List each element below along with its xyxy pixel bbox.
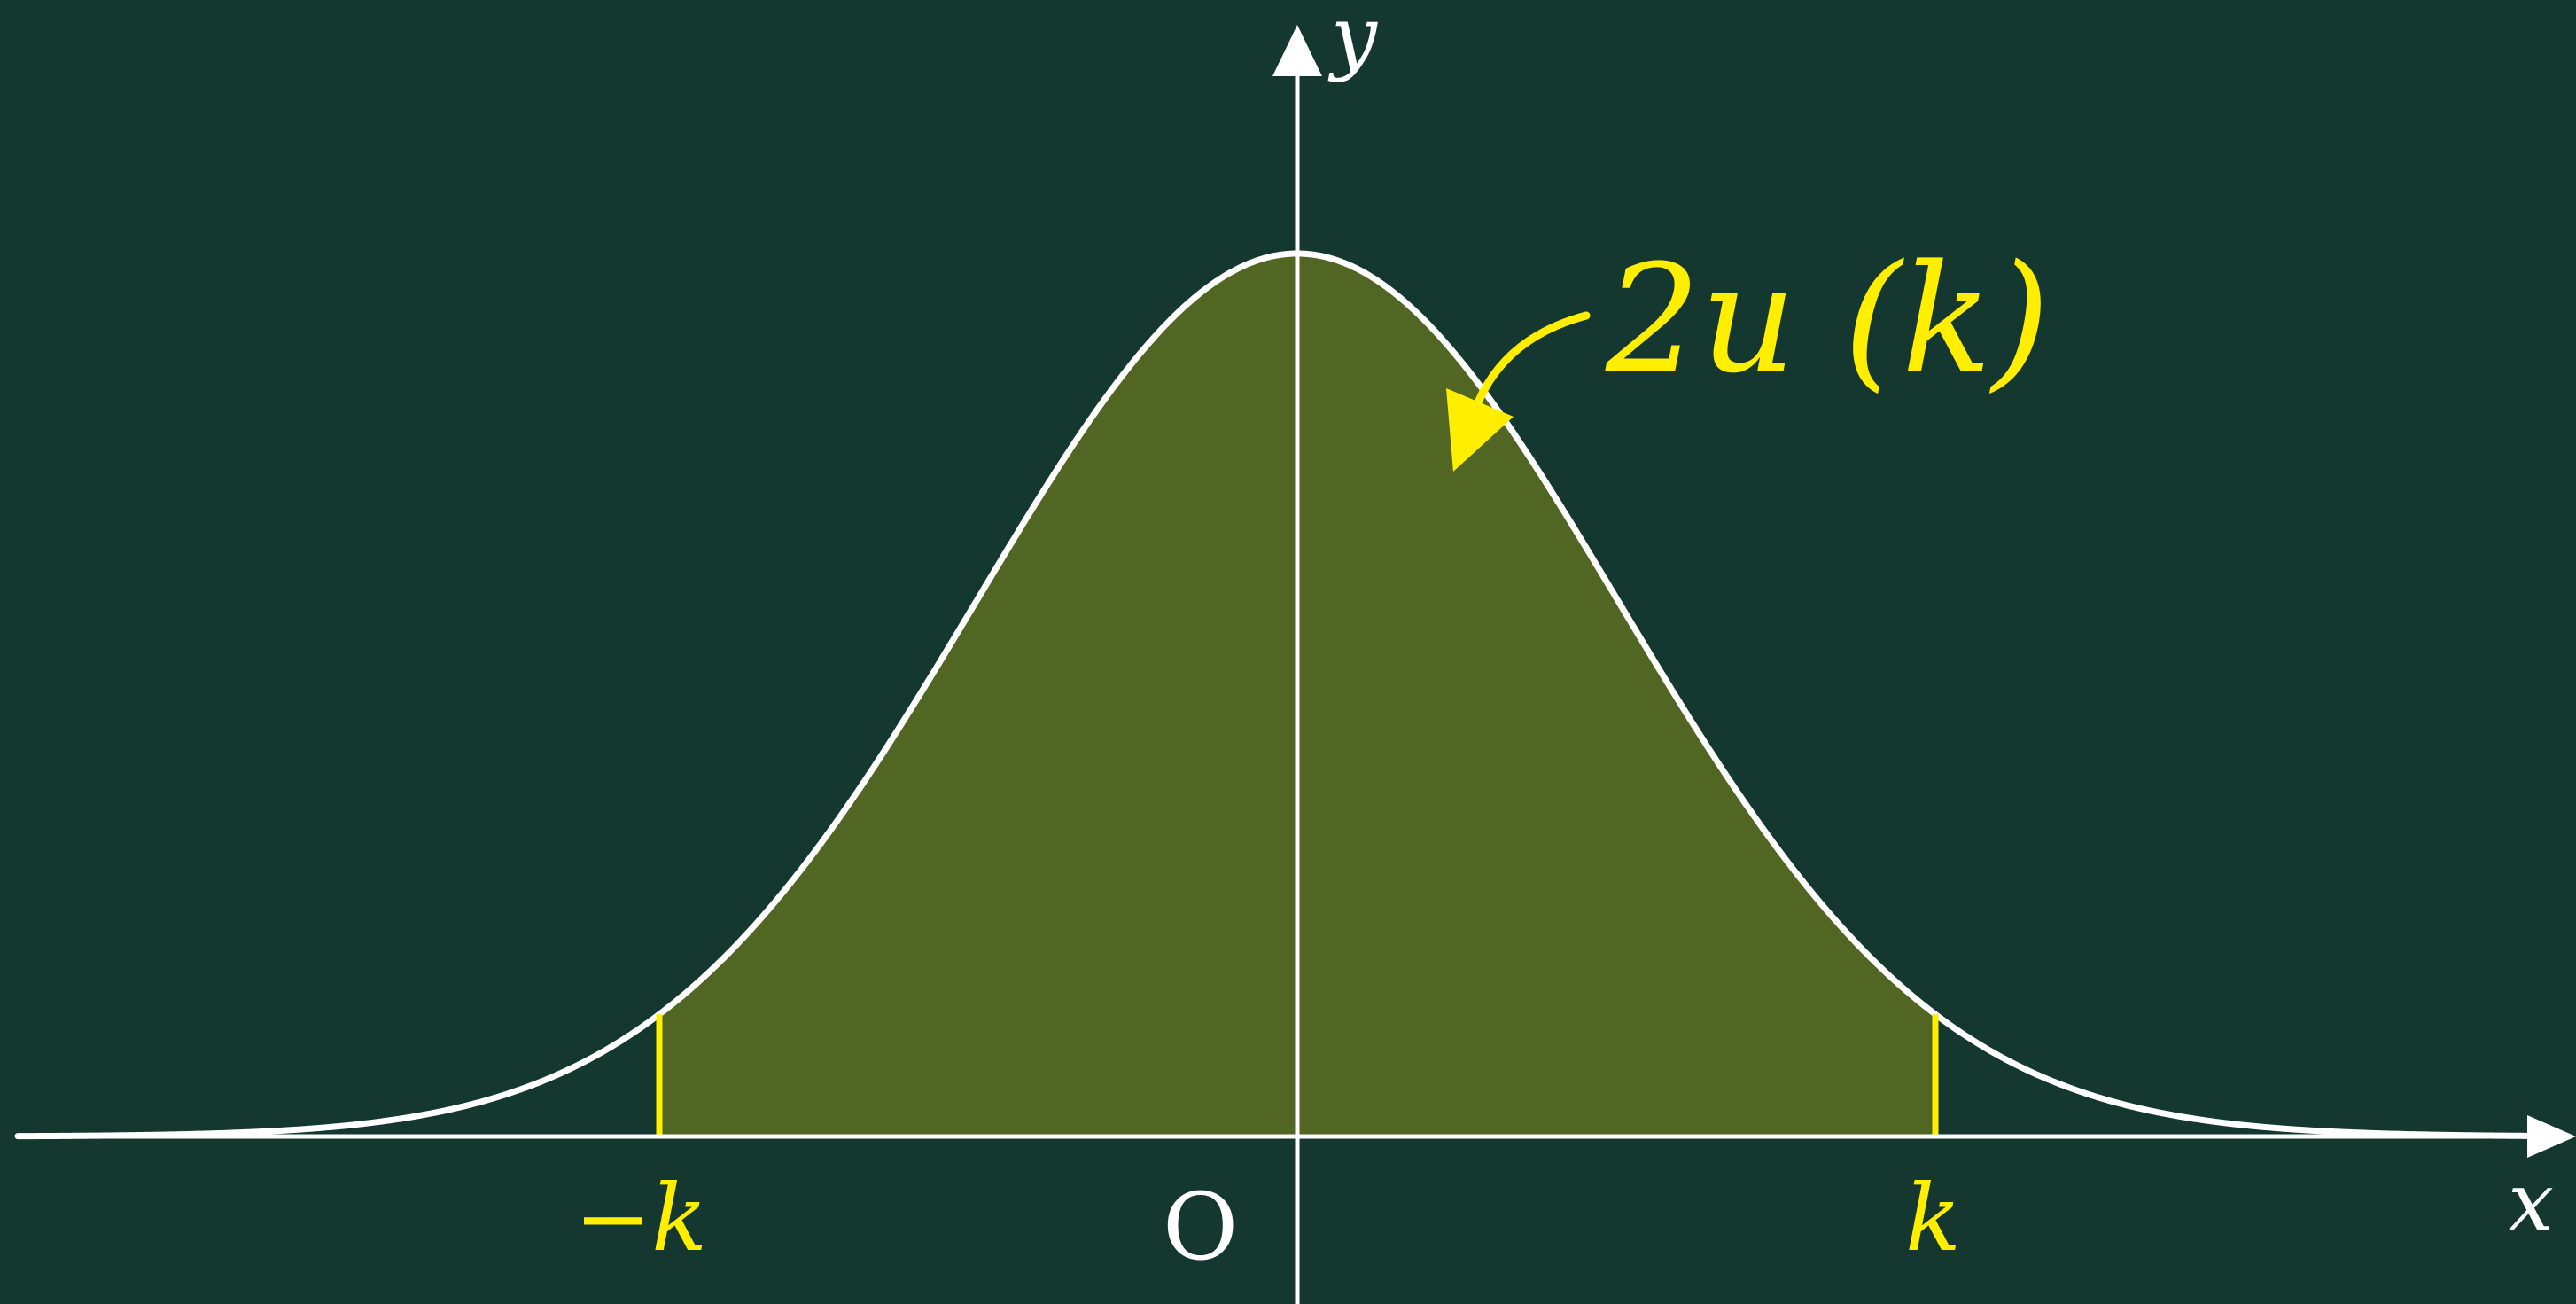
x-axis-arrow-icon <box>2527 1115 2576 1158</box>
x-axis-label: x <box>2508 1155 2554 1250</box>
annotation-arrow-shaft <box>1474 311 1591 407</box>
neg-k-label: −k <box>574 1164 707 1272</box>
pos-k-label: k <box>1905 1164 1961 1272</box>
y-axis-arrow-icon <box>1272 25 1322 76</box>
origin-label: O <box>1163 1173 1238 1281</box>
bell-curve <box>14 250 2538 1140</box>
annotation-arrow-icon <box>1446 388 1514 472</box>
area-label: 2u (k) <box>1605 232 2050 406</box>
y-axis-label: y <box>1327 0 1378 83</box>
